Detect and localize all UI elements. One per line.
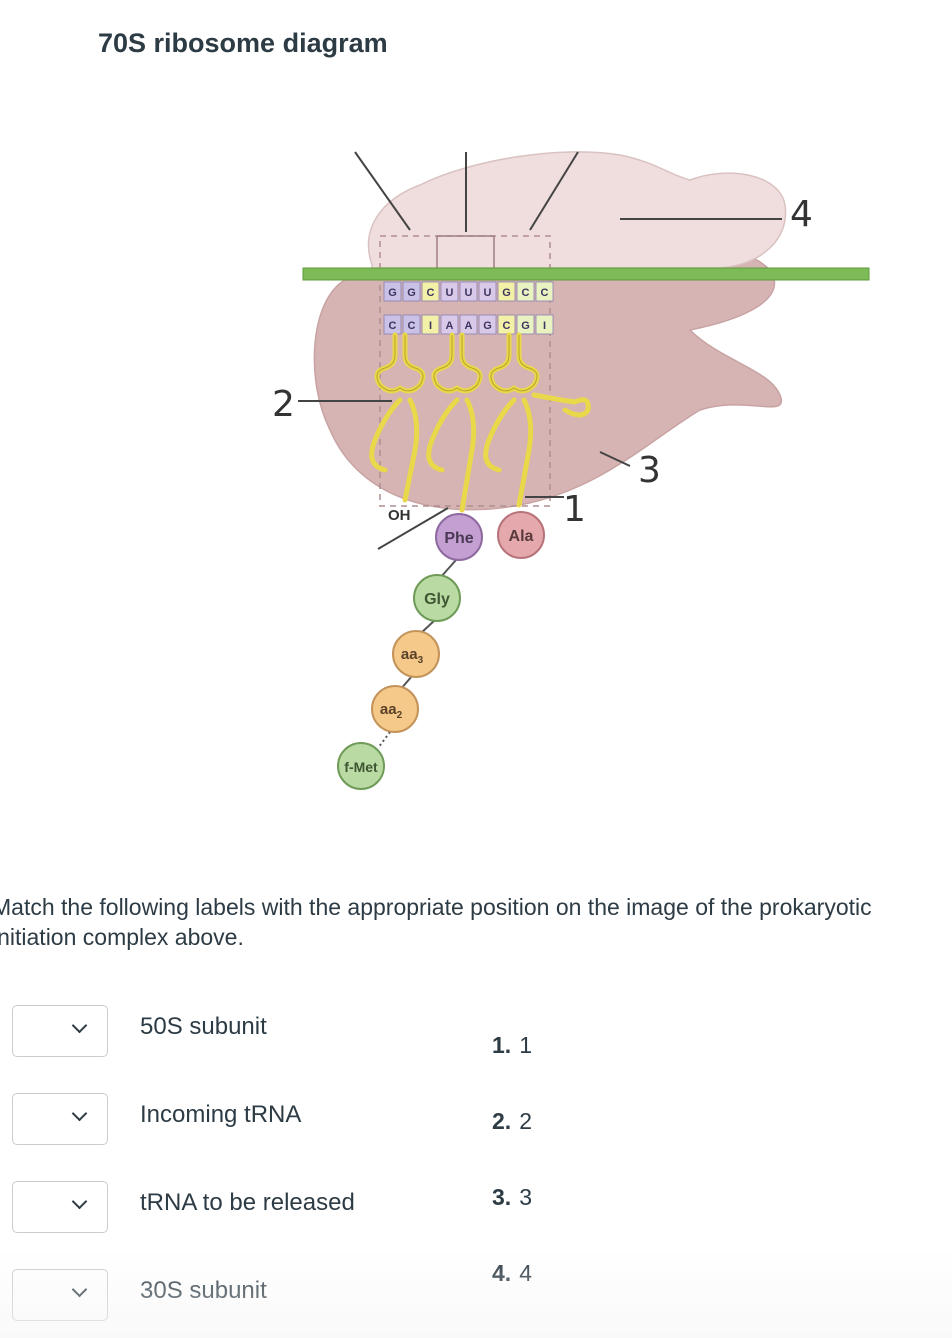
- anticodon-box: [535, 314, 554, 335]
- pointer-line: [354, 151, 411, 231]
- chevron-down-icon: [71, 1193, 88, 1210]
- codon-letter: U: [465, 287, 473, 299]
- anticodon-letter: C: [408, 320, 416, 332]
- codon-letter: C: [427, 287, 435, 299]
- amino-acid-gly: Gly: [413, 574, 461, 622]
- anticodon-letter: A: [465, 320, 473, 332]
- small-subunit-shape: [367, 151, 787, 269]
- prompt-label: 50S subunit: [140, 1013, 267, 1040]
- oh-label: OH: [388, 507, 411, 524]
- question-text: Match the following labels with the appr…: [0, 894, 872, 950]
- match-select-30s[interactable]: [12, 1269, 108, 1321]
- anticodon-box: [497, 314, 516, 335]
- position-label-2: 2: [272, 384, 295, 425]
- codon-letter: C: [541, 287, 549, 299]
- codon-letter: U: [446, 287, 454, 299]
- oh-line: [377, 507, 449, 550]
- amino-acid-fmet: f-Met: [337, 742, 385, 790]
- anticodon-letter: I: [543, 320, 546, 332]
- position-label-1: 1: [563, 489, 586, 530]
- svg-text:Ala: Ala: [509, 528, 534, 545]
- anticodon-box: [440, 314, 459, 335]
- trna-shapes-outline: [376, 335, 538, 392]
- anticodon-letter: G: [521, 320, 530, 332]
- codon-box: [421, 281, 440, 302]
- pointer-line: [529, 151, 579, 231]
- match-select-50s[interactable]: [12, 1005, 108, 1057]
- anticodon-letter: C: [503, 320, 511, 332]
- prompt-label: 30S subunit: [140, 1277, 267, 1304]
- anticodon-letter: A: [446, 320, 454, 332]
- match-select-incoming-trna[interactable]: [12, 1093, 108, 1145]
- codon-box: [383, 281, 402, 302]
- codon-box: [535, 281, 554, 302]
- label-3-line: [599, 451, 631, 467]
- answer-option: 4.4: [492, 1260, 532, 1286]
- chevron-down-icon: [71, 1105, 88, 1122]
- amino-acid-aa2: aa2: [371, 685, 419, 733]
- codon-letter: G: [388, 287, 397, 299]
- match-select-trna-released[interactable]: [12, 1181, 108, 1233]
- anticodon-letter: G: [483, 320, 492, 332]
- codon-box: [440, 281, 459, 302]
- codon-box: [478, 281, 497, 302]
- codon-box: [402, 281, 421, 302]
- codon-letter: G: [502, 287, 511, 299]
- amino-acid-phe: Phe: [435, 513, 483, 561]
- svg-text:aa2: aa2: [380, 701, 403, 721]
- prompt-label: tRNA to be released: [140, 1189, 355, 1216]
- anticodon-box: [383, 314, 402, 335]
- anticodon-box: [516, 314, 535, 335]
- position-label-4: 4: [790, 194, 813, 235]
- prompt-label: Incoming tRNA: [140, 1101, 302, 1128]
- anticodon-letter: I: [429, 320, 432, 332]
- chevron-down-icon: [71, 1281, 88, 1298]
- svg-text:Gly: Gly: [424, 591, 450, 608]
- anticodon-box: [459, 314, 478, 335]
- answer-option: 1.1: [492, 1032, 532, 1058]
- codon-box: [459, 281, 478, 302]
- amino-acid-ala: Ala: [497, 511, 545, 559]
- chevron-down-icon: [71, 1017, 88, 1034]
- position-label-3: 3: [638, 450, 661, 491]
- svg-text:f-Met: f-Met: [344, 759, 378, 775]
- codon-box: [516, 281, 535, 302]
- mrna-strand: [302, 267, 870, 281]
- anticodon-box: [402, 314, 421, 335]
- page-title: 70S ribosome diagram: [98, 28, 388, 58]
- codon-box: [497, 281, 516, 302]
- svg-text:Phe: Phe: [444, 530, 473, 547]
- amino-acid-aa3: aa3: [392, 630, 440, 678]
- codon-letter: G: [407, 287, 416, 299]
- anticodon-box: [421, 314, 440, 335]
- anticodon-box: [478, 314, 497, 335]
- svg-text:aa3: aa3: [401, 646, 424, 666]
- anticodon-letter: C: [389, 320, 397, 332]
- answer-option: 2.2: [492, 1108, 532, 1134]
- codon-letter: U: [484, 287, 492, 299]
- codon-letter: C: [522, 287, 530, 299]
- answer-option: 3.3: [492, 1184, 532, 1210]
